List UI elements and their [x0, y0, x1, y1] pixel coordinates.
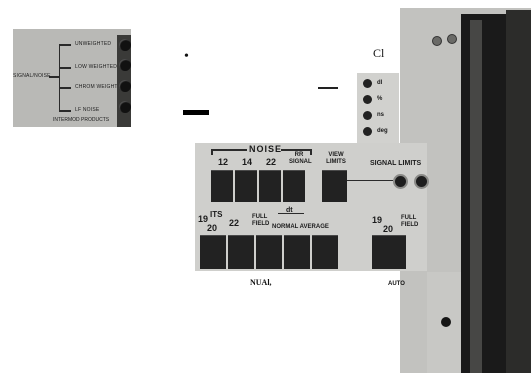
signal-noise-label: SIGNAL/NOISE [13, 73, 51, 79]
measurement-control-panel: NOISE 12 14 22 RR SIGNAL VIEW LIMITS SIG… [195, 143, 429, 271]
noise-bracket-line [281, 149, 311, 151]
bracket-tick [59, 44, 71, 46]
auto-full-field-key[interactable] [372, 235, 406, 269]
unweighted-label: UNWEIGHTED [75, 41, 112, 47]
cl-mark: Cl [373, 46, 385, 60]
selector-knob [119, 59, 131, 71]
indicator-lamp [363, 127, 372, 136]
screw-icon [432, 36, 442, 46]
its-20: 20 [207, 223, 218, 233]
noise-22-key[interactable] [259, 170, 281, 202]
cabinet-rail [506, 10, 531, 373]
its-22-key[interactable] [228, 235, 254, 269]
auto-19: 19 [372, 215, 383, 225]
its-19-20-key[interactable] [200, 235, 226, 269]
normal-key[interactable] [284, 235, 310, 269]
link-line [347, 180, 393, 181]
noise-14-key[interactable] [235, 170, 257, 202]
selector-knob [119, 39, 131, 51]
average-key[interactable] [312, 235, 338, 269]
noise-key-row [211, 170, 305, 202]
bracket-tick [59, 67, 71, 69]
its-key-row [200, 235, 338, 269]
signal-noise-bracket [59, 44, 66, 112]
indicator-lamp [363, 95, 372, 104]
dash-mark [318, 87, 338, 89]
dt-bracket [278, 213, 304, 215]
view-limits-label: VIEW LIMITS [326, 152, 346, 165]
indicator-label: deg [377, 128, 388, 134]
full-field-key[interactable] [256, 235, 282, 269]
noise-col-rr-signal: RR SIGNAL [289, 152, 312, 165]
selector-knob [119, 101, 131, 113]
noise-12-key[interactable] [211, 170, 233, 202]
noise-col-14: 14 [242, 157, 253, 167]
bullet-mark: • [184, 49, 189, 64]
signal-limit-lamp[interactable] [414, 174, 429, 189]
its-19: 19 [198, 214, 209, 224]
selector-knob [119, 80, 131, 92]
dt-label: dt [286, 207, 293, 214]
indicator-label: % [377, 96, 383, 102]
bracket-tick [49, 76, 59, 78]
noise-heading: NOISE [249, 144, 283, 154]
cabinet-knob [441, 317, 451, 327]
black-bar-mark [183, 110, 209, 115]
noise-col-22: 22 [266, 157, 277, 167]
noise-bracket-line [310, 149, 312, 155]
its-label: ITS [210, 210, 223, 219]
view-limits-key-row [322, 170, 347, 202]
view-limits-key[interactable] [322, 170, 347, 202]
indicator-lamp [363, 79, 372, 88]
normal-average-label: NORMAL AVERAGE [272, 224, 329, 230]
auto-key-row [372, 235, 406, 269]
full-field-label: FULL FIELD [252, 214, 270, 227]
bracket-tick [59, 110, 71, 112]
indicator-strip: dl % ns deg [357, 73, 399, 143]
auto-20: 20 [383, 224, 394, 234]
noise-bracket-line [211, 149, 247, 151]
bracket-tick [59, 87, 71, 89]
noise-bracket-line [211, 149, 213, 155]
low-weighted-label: LOW WEIGHTED [75, 64, 118, 70]
signal-limits-label: SIGNAL LIMITS [370, 160, 422, 167]
intermod-products-label: INTERMOD PRODUCTS [53, 117, 110, 123]
chrom-weighted-label: CHROM WEIGHTED [75, 84, 126, 90]
auto-full-field-label: FULL FIELD [401, 215, 419, 228]
manual-caption: NUAl, [250, 278, 272, 287]
noise-rr-signal-key[interactable] [283, 170, 305, 202]
instrument-panel-inset: SIGNAL/NOISE UNWEIGHTED LOW WEIGHTED CHR… [13, 29, 131, 127]
its-22: 22 [229, 218, 240, 228]
indicator-label: dl [377, 80, 383, 86]
screw-icon [447, 34, 457, 44]
lf-noise-label: LF NOISE [75, 107, 100, 113]
auto-caption: AUTO [388, 281, 405, 287]
cabinet-rail [470, 20, 482, 373]
indicator-lamp [363, 111, 372, 120]
indicator-label: ns [377, 112, 385, 118]
noise-col-12: 12 [218, 157, 229, 167]
signal-limit-lamp[interactable] [393, 174, 408, 189]
